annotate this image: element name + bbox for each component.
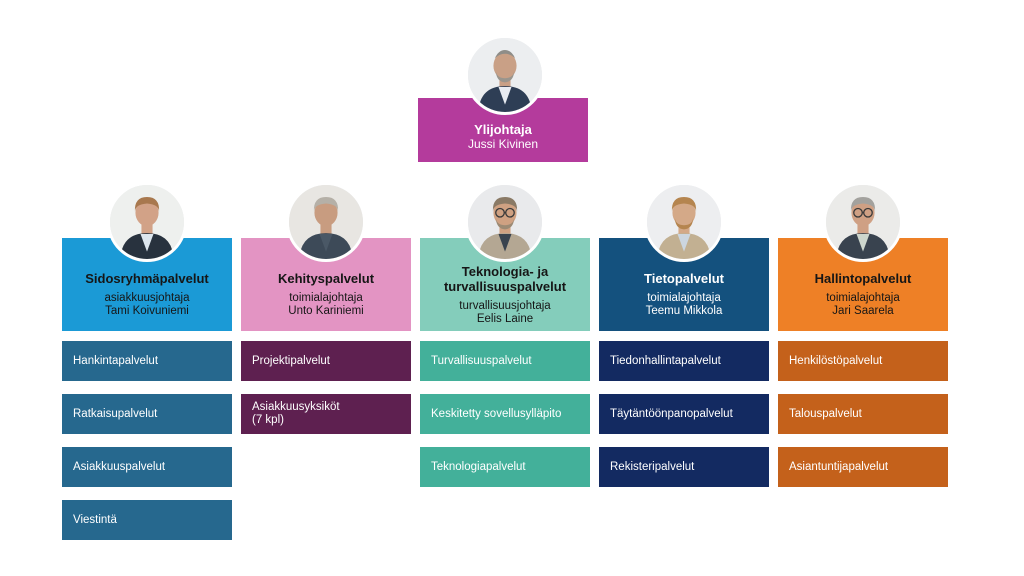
leader-role: toimialajohtaja <box>647 292 721 304</box>
department-title: Hallintopalvelut <box>814 271 912 286</box>
sub-unit-box: Projektipalvelut <box>241 341 411 381</box>
org-column: Hallintopalvelut toimialajohtaja Jari Sa… <box>778 0 948 576</box>
org-column: Tietopalvelut toimialajohtaja Teemu Mikk… <box>599 0 769 576</box>
leader-name: Tami Koivuniemi <box>105 305 189 317</box>
department-title: Kehityspalvelut <box>277 271 375 286</box>
leader-role: toimialajohtaja <box>826 292 900 304</box>
portrait-photo <box>286 182 366 262</box>
sub-unit-box: Ratkaisupalvelut <box>62 394 232 434</box>
org-column: Kehityspalvelut toimialajohtaja Unto Kar… <box>241 0 411 576</box>
root-title: Ylijohtaja <box>474 121 532 137</box>
leader-role: turvallisuusjohtaja <box>459 299 551 312</box>
department-header-box: Tietopalvelut toimialajohtaja Teemu Mikk… <box>599 238 769 331</box>
leader-name: Unto Kariniemi <box>288 305 364 317</box>
sub-unit-box: Asiakkuuspalvelut <box>62 447 232 487</box>
portrait-photo <box>465 182 545 262</box>
sub-unit-box: Hankintapalvelut <box>62 341 232 381</box>
sub-unit-box: Täytäntöönpanopalvelut <box>599 394 769 434</box>
root-portrait-photo <box>465 35 545 115</box>
sub-unit-box: Viestintä <box>62 500 232 540</box>
sub-unit-box: Tiedonhallintapalvelut <box>599 341 769 381</box>
leader-role: toimialajohtaja <box>289 292 363 304</box>
root-person-name: Jussi Kivinen <box>467 136 539 151</box>
sub-unit-box: Keskitetty sovellusylläpito <box>420 394 590 434</box>
department-title: Teknologia- ja turvallisuuspalvelut <box>443 263 567 294</box>
sub-unit-box: Asiantuntijapalvelut <box>778 447 948 487</box>
department-header-box: Teknologia- ja turvallisuuspalvelut turv… <box>420 238 590 331</box>
sub-unit-box: Teknologiapalvelut <box>420 447 590 487</box>
leader-name: Jari Saarela <box>832 305 894 317</box>
portrait-photo <box>107 182 187 262</box>
department-title: Sidosryhmäpalvelut <box>85 271 209 286</box>
sub-unit-box: Rekisteripalvelut <box>599 447 769 487</box>
org-column: Teknologia- ja turvallisuuspalvelut turv… <box>420 0 590 576</box>
portrait-photo <box>823 182 903 262</box>
sub-unit-box: Talouspalvelut <box>778 394 948 434</box>
portrait-photo <box>644 182 724 262</box>
leader-name: Eelis Laine <box>476 312 534 325</box>
leader-role: asiakkuusjohtaja <box>104 292 190 304</box>
sub-unit-box: Henkilöstöpalvelut <box>778 341 948 381</box>
sub-unit-box: Turvallisuuspalvelut <box>420 341 590 381</box>
department-title: Tietopalvelut <box>644 271 724 286</box>
leader-name: Teemu Mikkola <box>645 305 723 317</box>
sub-unit-box: Asiakkuusyksiköt (7 kpl) <box>241 394 411 434</box>
org-column: Sidosryhmäpalvelut asiakkuusjohtaja Tami… <box>62 0 232 576</box>
